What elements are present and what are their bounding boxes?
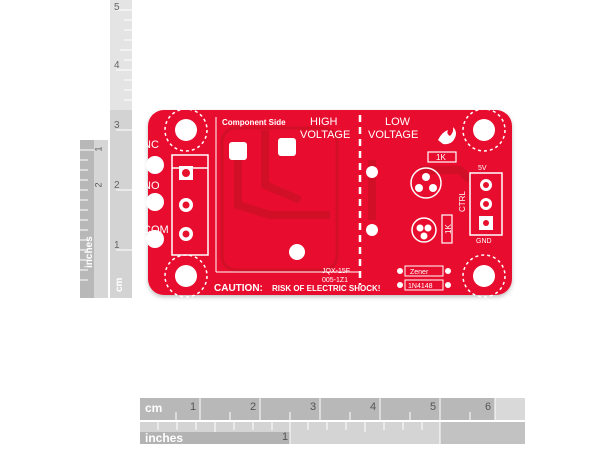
ruler-tick-label: 1 (282, 431, 289, 443)
ruler-tick-label: 6 (485, 401, 492, 413)
high-voltage-label-line-1: HIGH (310, 116, 338, 128)
relay-part-number-1: JQX-15F (322, 268, 350, 275)
caution-text: RISK OF ELECTRIC SHOCK! (272, 284, 380, 293)
horizontal-cm-ruler: cm 1 2 3 4 5 6 (140, 398, 525, 420)
diode-outline (404, 279, 444, 291)
high-voltage-label-line-2: VOLTAGE (300, 129, 350, 141)
terminal-pads-right (479, 179, 493, 230)
mounting-hole-bottom-right (462, 254, 506, 298)
resistor-1k-top-outline (427, 151, 457, 163)
zener-outline (404, 265, 444, 277)
ruler-tick-label: 2 (114, 180, 120, 191)
ruler-tick-label: 5 (114, 2, 120, 13)
ruler-tick-label: 1 (114, 240, 120, 251)
low-voltage-label-line-1: LOW (385, 116, 411, 128)
component-side-label: Component Side (222, 118, 286, 127)
com-terminal-label: COM (143, 224, 169, 236)
nc-terminal-label: NC (143, 139, 159, 151)
five-v-label: 5V (478, 165, 487, 172)
zener-label: Zener (410, 269, 429, 276)
ruler-tick-label: 2 (250, 401, 257, 413)
ruler-label-unit: inches (145, 431, 184, 445)
low-voltage-label-line-2: VOLTAGE (368, 129, 418, 141)
ruler-tick-label: 1 (190, 401, 197, 413)
diode-label: 1N4148 (408, 283, 433, 290)
screw-terminal-left (171, 154, 209, 256)
ruler-tick-label: 4 (370, 401, 377, 413)
no-terminal-label: NO (143, 180, 160, 192)
resistor-label-side: 1K (444, 224, 453, 234)
ctrl-label: CTRL (458, 191, 467, 212)
relay-part-number-2: 005-1Z1 (322, 277, 348, 284)
ruler-tick-label: 3 (114, 120, 120, 131)
mounting-hole-top-left (164, 108, 208, 152)
transistor (410, 167, 442, 199)
resistor-1k-side-outline (441, 214, 453, 244)
horizontal-inches-ruler: inches 1 (140, 422, 525, 445)
ruler-tick-label: 3 (310, 401, 317, 413)
ruler-tick-label: 4 (114, 60, 120, 71)
sparkfun-flame-logo (438, 127, 456, 145)
ruler-tick-label: 5 (430, 401, 437, 413)
transistor-2 (411, 217, 437, 243)
resistor-label-top: 1K (436, 153, 446, 162)
screw-terminal-right (469, 172, 503, 236)
ruler-label-unit: cm (145, 401, 163, 415)
vertical-cm-ruler: cm 5 4 3 2 1 (110, 0, 132, 298)
gnd-label: GND (476, 238, 492, 245)
terminal-pads-left (146, 156, 193, 248)
caution-label: CAUTION: (214, 283, 263, 294)
mounting-hole-top-right (462, 108, 506, 152)
relay-footprint (220, 126, 339, 272)
relay-pads (229, 138, 378, 260)
vertical-inches-ruler: inches 1 2 (80, 140, 108, 298)
